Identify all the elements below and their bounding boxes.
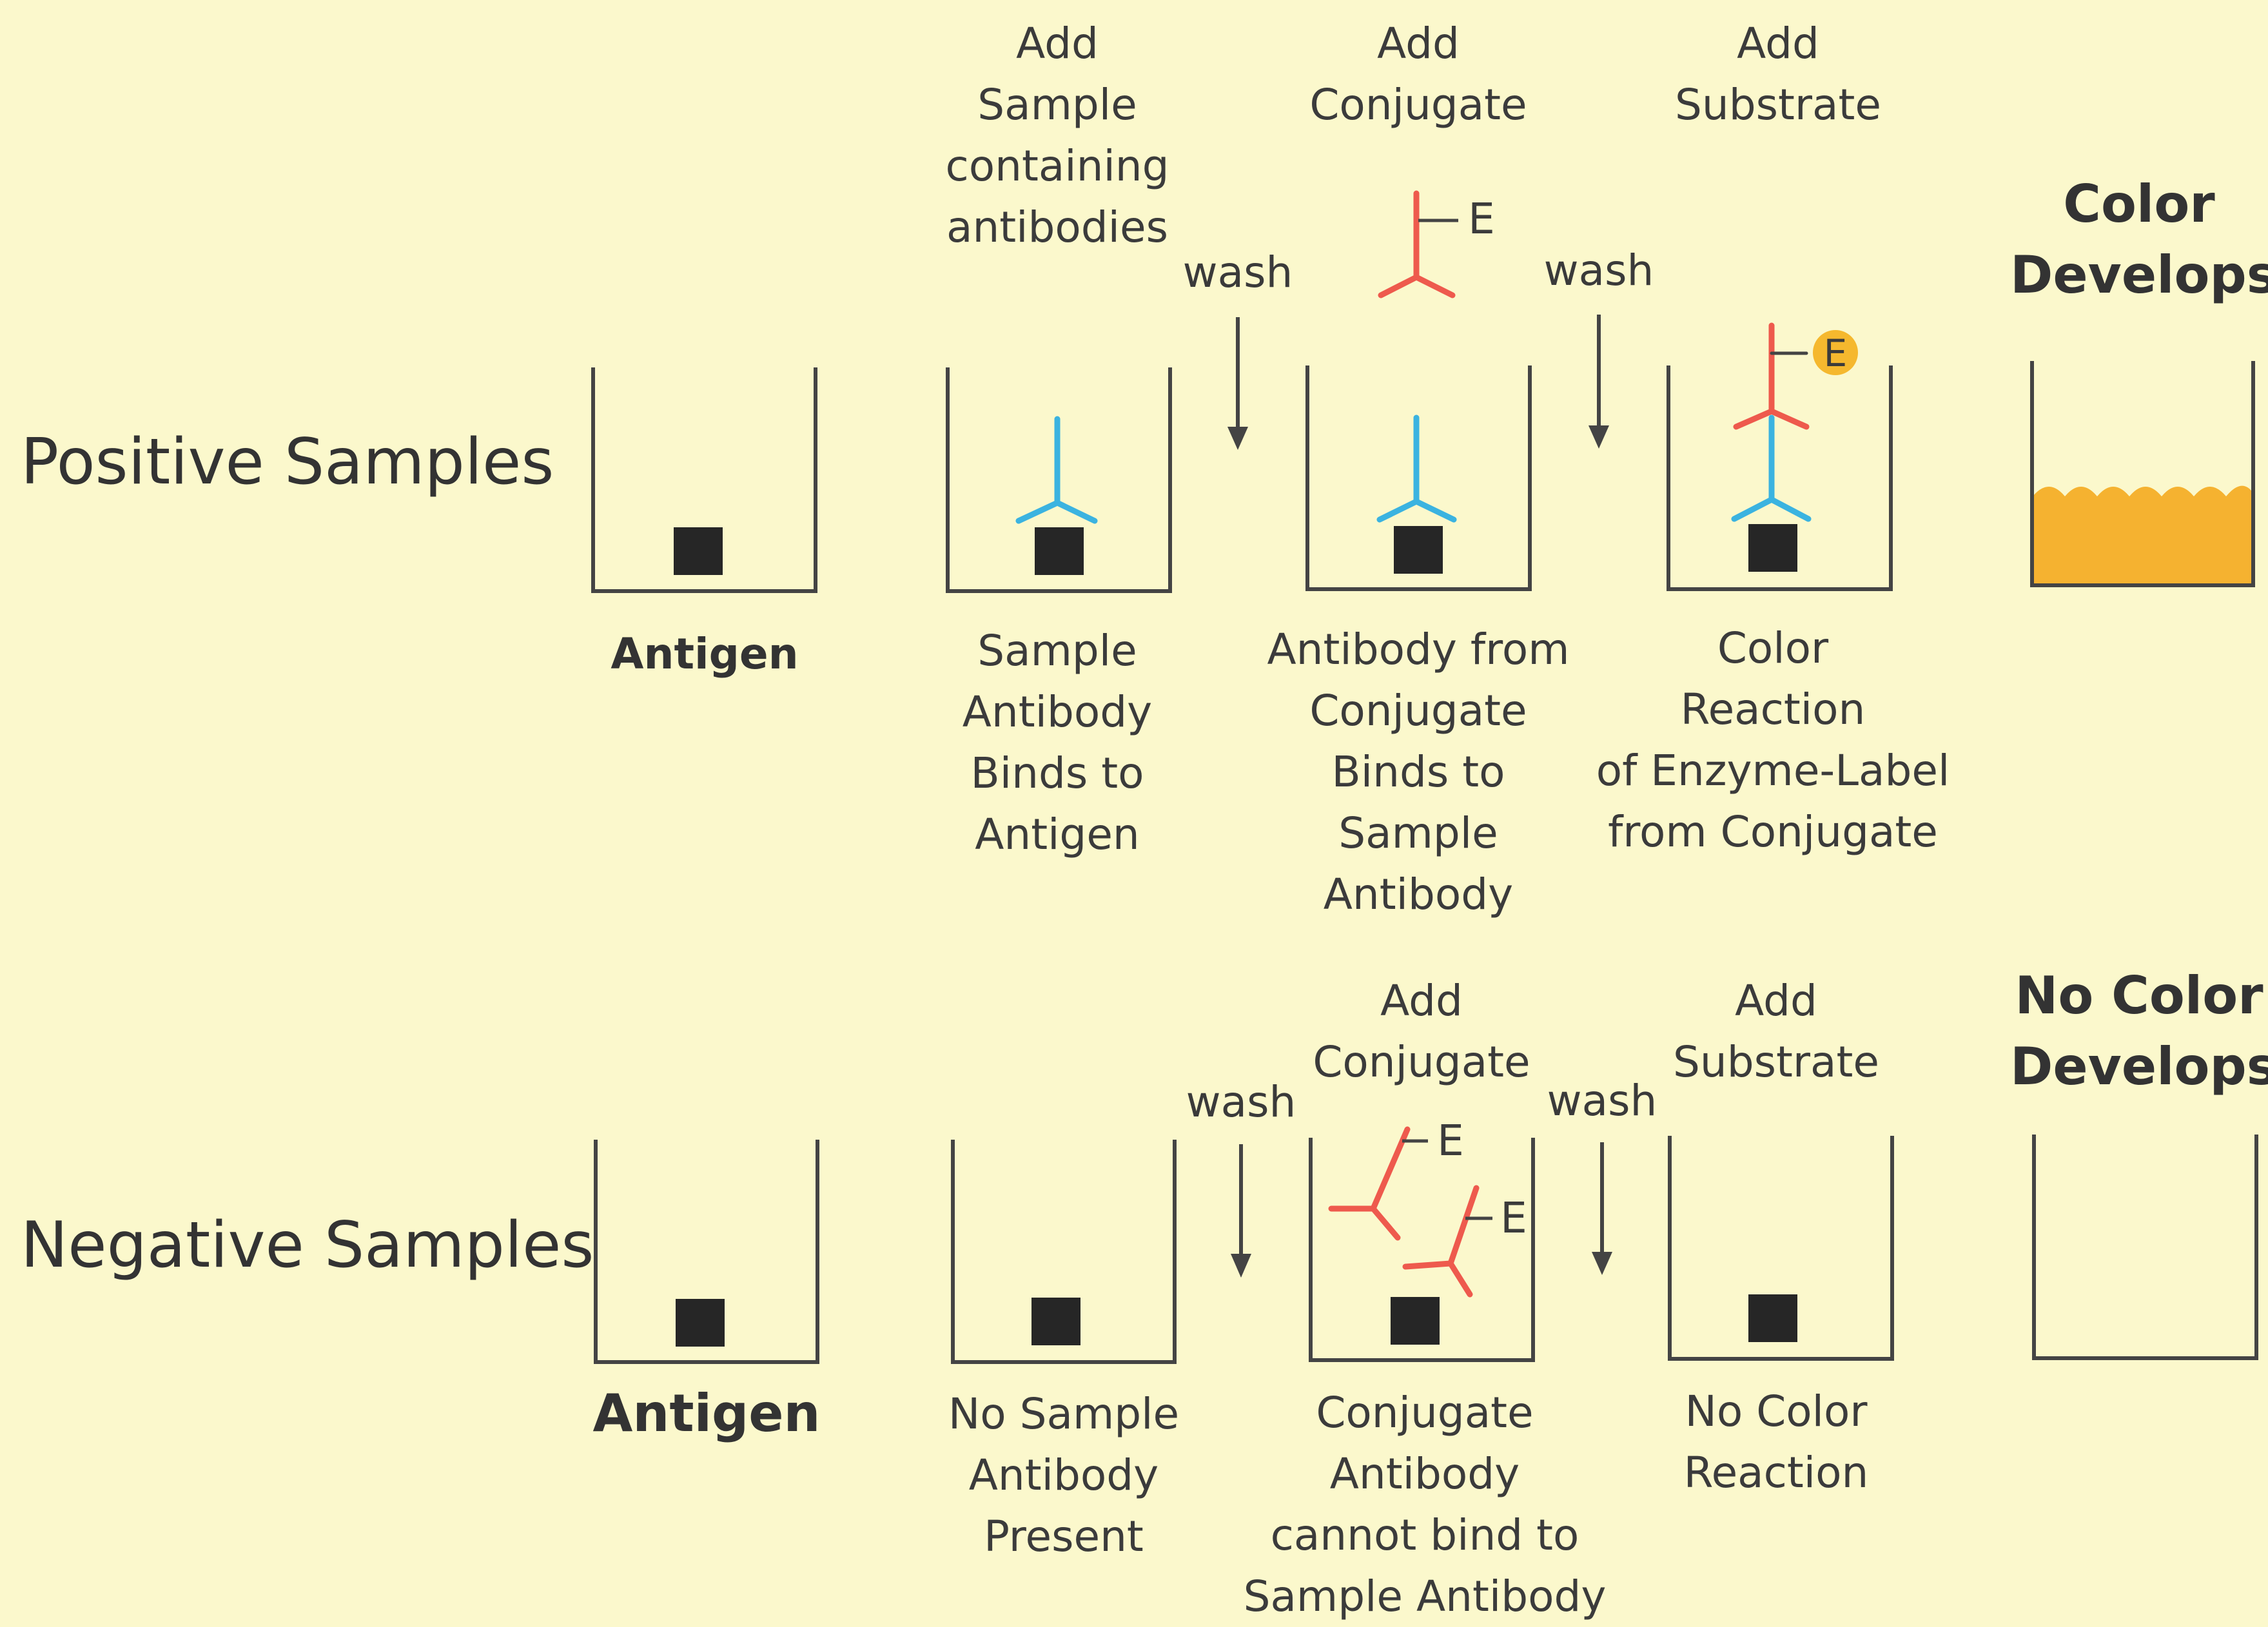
antigen-block [1748, 524, 1797, 572]
floating-conjugate-antibody [1402, 1185, 1480, 1298]
wash-label: wash [1543, 246, 1654, 295]
negative-well-conjugate [1309, 1138, 1535, 1362]
negative-well-sample [951, 1140, 1177, 1364]
no-color-develops-label: No Color Develops [2010, 966, 2268, 1096]
positive-well-result [2030, 361, 2255, 587]
enzyme-circle [1813, 330, 1858, 375]
wash-arrow-head [1592, 1252, 1612, 1275]
negative-well-antigen [594, 1140, 819, 1364]
positive-well-sample [946, 367, 1172, 593]
negative-well-substrate [1668, 1136, 1894, 1361]
add-substrate-label: Add Substrate [1675, 19, 1881, 130]
antigen-label: Antigen [611, 629, 799, 679]
wash-arrow-head [1589, 425, 1609, 449]
add-sample-label: Add Sample containing antibodies [945, 19, 1169, 252]
antigen-block [1391, 1297, 1440, 1345]
color-reaction-label: Color Reaction of Enzyme-Label from Conj… [1596, 623, 1950, 857]
enzyme-tag-2: E [1500, 1193, 1527, 1243]
antigen-block [1748, 1294, 1797, 1342]
wash-arrow-head [1231, 1254, 1251, 1278]
color-develops-label: Color Develops [2010, 174, 2268, 305]
add-substrate-label: Add Substrate [1673, 976, 1879, 1087]
enzyme-tag-1: E [1437, 1116, 1464, 1165]
wash-label: wash [1182, 248, 1293, 297]
antigen-block [1394, 526, 1443, 574]
positive-well-antigen [591, 367, 817, 593]
bound-conjugate-antibody [1733, 322, 1810, 430]
sample-antibody [1015, 416, 1098, 524]
antigen-label: Antigen [592, 1383, 821, 1443]
antigen-block [1031, 1298, 1080, 1345]
positive-well-substrate [1667, 365, 1893, 591]
antigen-block [674, 527, 723, 575]
free-conjugate-antibody [1378, 190, 1456, 298]
sample-antibody [1731, 414, 1812, 522]
conjugate-binds-label: Antibody from Conjugate Binds to Sample … [1267, 625, 1570, 919]
add-conjugate-label: Add Conjugate [1313, 976, 1530, 1087]
antigen-block [1035, 527, 1084, 575]
positive-well-conjugate [1305, 365, 1532, 591]
positive-row-title: Positive Samples [21, 425, 554, 499]
conjugate-cannot-bind-label: Conjugate Antibody cannot bind to Sample… [1243, 1388, 1607, 1621]
negative-row-title: Negative Samples [21, 1209, 594, 1282]
add-conjugate-label: Add Conjugate [1309, 19, 1527, 130]
wash-label: wash [1186, 1077, 1296, 1127]
floating-conjugate-antibody [1328, 1126, 1411, 1241]
wash-label: wash [1547, 1076, 1657, 1125]
no-color-reaction-label: No Color Reaction [1683, 1387, 1869, 1497]
no-sample-label: No Sample Antibody Present [948, 1389, 1180, 1561]
negative-well-result [2032, 1135, 2258, 1360]
color-liquid [2033, 485, 2253, 583]
wash-arrow-head [1227, 427, 1248, 450]
sample-antibody [1376, 414, 1457, 523]
antigen-block [676, 1299, 725, 1347]
sample-binds-label: Sample Antibody Binds to Antigen [962, 626, 1153, 859]
enzyme-tag-free: E [1468, 194, 1495, 244]
enzyme-tag-bound: E [1823, 331, 1848, 375]
